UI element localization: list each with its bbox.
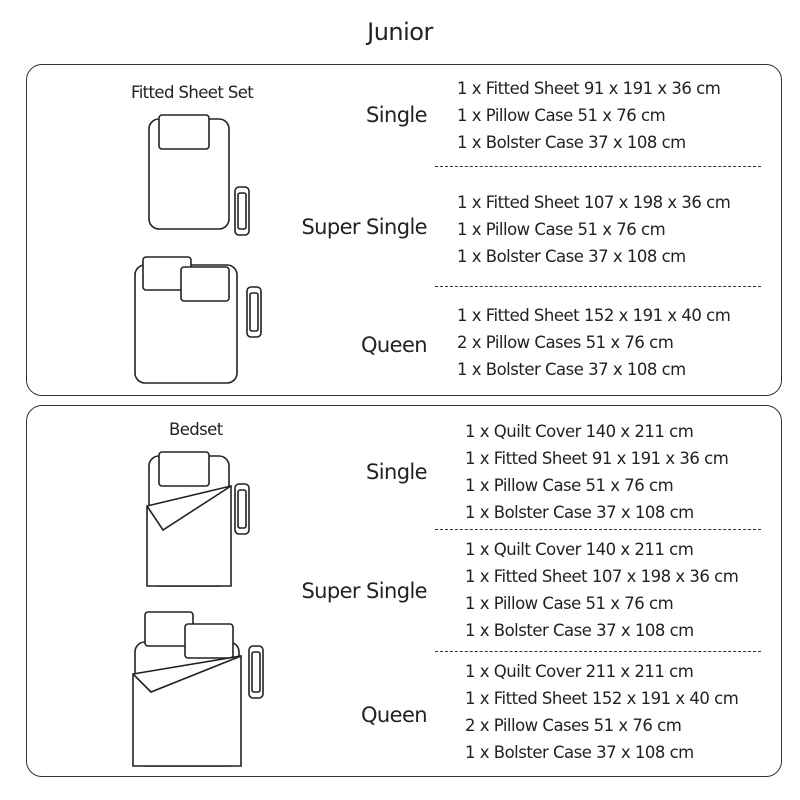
item-line: 1 x Pillow Case 51 x 76 cm [465, 594, 674, 613]
item-line: 1 x Bolster Case 37 x 108 cm [457, 247, 686, 266]
item-line: 1 x Fitted Sheet 107 x 198 x 36 cm [457, 193, 731, 212]
section-label-bedset: Bedset [169, 420, 223, 439]
section-label-fitted-sheet-set: Fitted Sheet Set [131, 83, 254, 102]
dashed-divider [435, 529, 761, 530]
item-line: 1 x Pillow Case 51 x 76 cm [465, 476, 674, 495]
item-line: 1 x Quilt Cover 140 x 211 cm [465, 540, 694, 559]
item-line: 1 x Fitted Sheet 152 x 191 x 40 cm [457, 306, 731, 325]
dashed-divider [435, 651, 761, 652]
item-line: 1 x Fitted Sheet 91 x 191 x 36 cm [465, 449, 729, 468]
size-label-single: Single [366, 460, 428, 484]
dashed-divider [435, 286, 761, 287]
dashed-divider [435, 166, 761, 167]
single-bedset-icon [146, 451, 250, 587]
item-line: 1 x Fitted Sheet 91 x 191 x 36 cm [457, 79, 721, 98]
item-line: 1 x Fitted Sheet 107 x 198 x 36 cm [465, 567, 739, 586]
item-line: 1 x Fitted Sheet 152 x 191 x 40 cm [465, 689, 739, 708]
item-line: 1 x Bolster Case 37 x 108 cm [465, 503, 694, 522]
queen-bed-icon [134, 256, 262, 384]
item-line: 2 x Pillow Cases 51 x 76 cm [465, 716, 682, 735]
size-label-super-single: Super Single [301, 215, 427, 239]
item-line: 1 x Bolster Case 37 x 108 cm [465, 621, 694, 640]
item-line: 1 x Bolster Case 37 x 108 cm [457, 133, 686, 152]
item-line: 1 x Quilt Cover 140 x 211 cm [465, 422, 694, 441]
queen-bedset-icon [132, 611, 264, 767]
bedset-panel: Bedset Single 1 x Quilt Cover 140 x 211 … [26, 405, 782, 777]
size-label-single: Single [366, 103, 428, 127]
item-line: 1 x Bolster Case 37 x 108 cm [465, 743, 694, 762]
item-line: 1 x Bolster Case 37 x 108 cm [457, 360, 686, 379]
item-line: 1 x Pillow Case 51 x 76 cm [457, 220, 666, 239]
size-label-super-single: Super Single [301, 579, 427, 603]
fitted-sheet-beds-illustration [134, 114, 262, 384]
item-line: 2 x Pillow Cases 51 x 76 cm [457, 333, 674, 352]
fitted-sheet-set-panel: Fitted Sheet Set Single 1 x Fitted Sheet… [26, 64, 782, 396]
item-line: 1 x Pillow Case 51 x 76 cm [457, 106, 666, 125]
item-line: 1 x Quilt Cover 211 x 211 cm [465, 662, 694, 681]
size-label-queen: Queen [361, 333, 428, 357]
bedset-beds-illustration [132, 451, 264, 767]
page-title: Junior [367, 18, 433, 46]
size-label-queen: Queen [361, 703, 428, 727]
single-bed-icon [148, 114, 250, 236]
